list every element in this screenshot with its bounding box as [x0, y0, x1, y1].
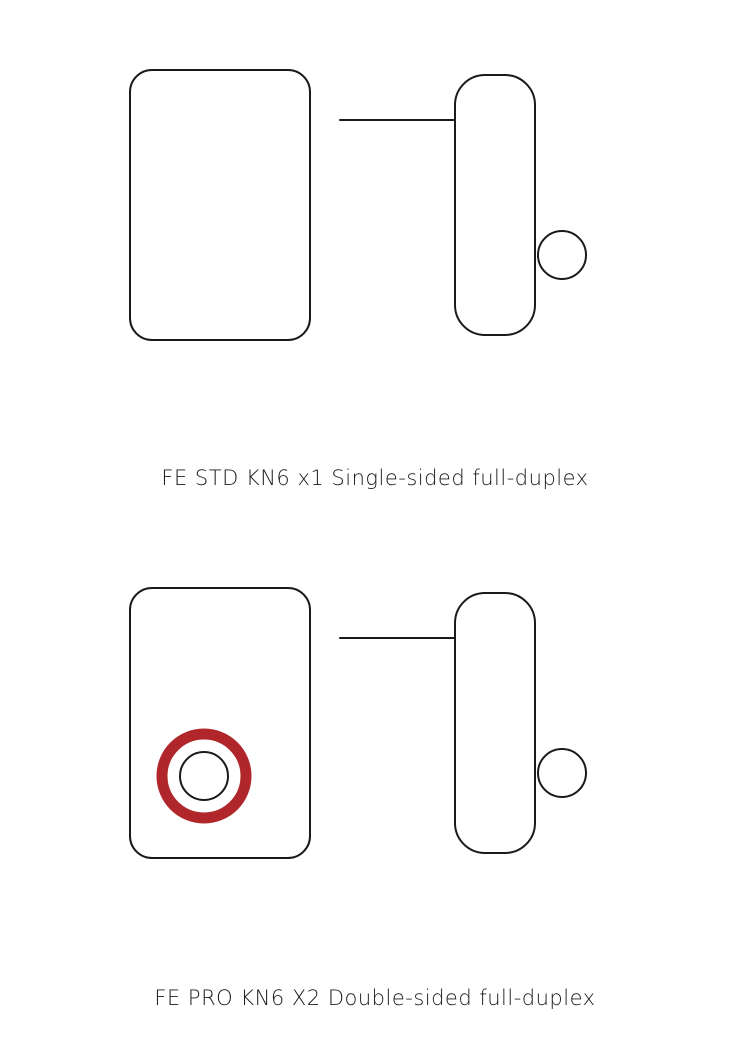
left-connector — [179, 751, 229, 801]
left-earcup — [129, 69, 311, 341]
right-earcup — [454, 74, 536, 336]
headset-diagram-2 — [129, 587, 587, 859]
caption-single-sided: FE STD KN6 x1 Single-sided full-duplex — [161, 466, 589, 490]
figure-single-sided: FE STD KN6 x1 Single-sided full-duplex — [129, 69, 589, 490]
right-connector — [537, 230, 587, 280]
left-highlight-ring — [156, 728, 252, 824]
left-earcup — [129, 587, 311, 859]
caption-double-sided: FE PRO KN6 X2 Double-sided full-duplex — [154, 986, 596, 1010]
right-earcup — [454, 592, 536, 854]
headset-diagram-1 — [129, 69, 587, 341]
right-connector — [537, 748, 587, 798]
figure-double-sided: FE PRO KN6 X2 Double-sided full-duplex — [0, 518, 750, 1038]
